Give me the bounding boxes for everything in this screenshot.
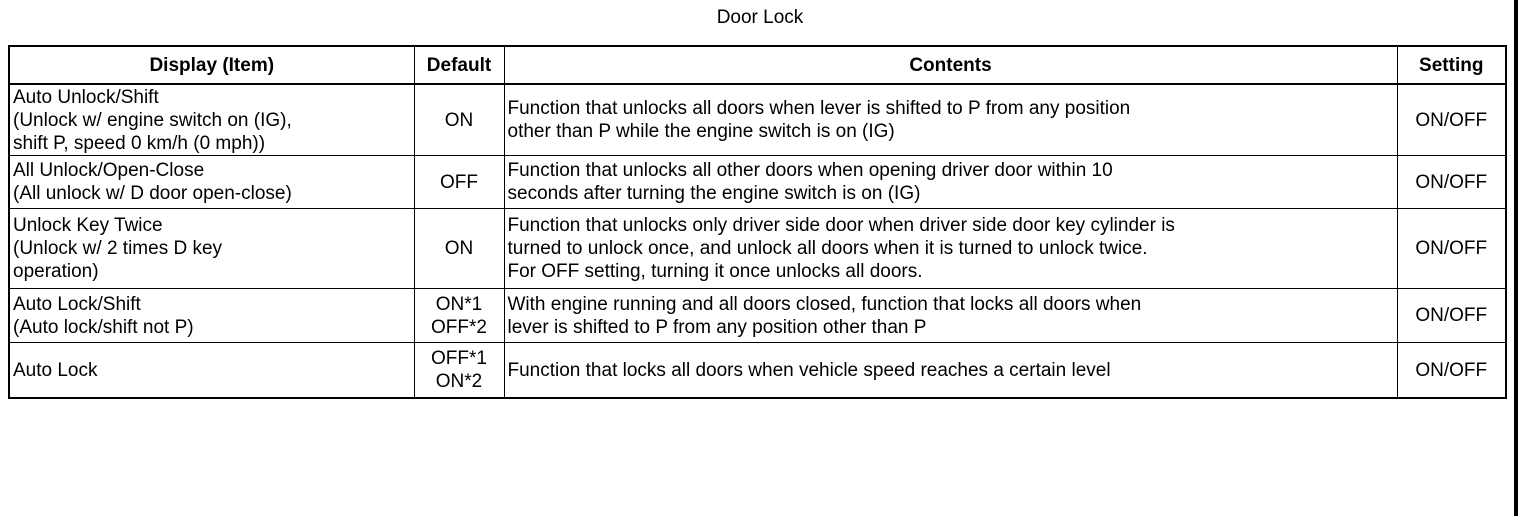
contents-line: turned to unlock once, and unlock all do… — [507, 238, 1148, 259]
contents-cell: With engine running and all doors closed… — [503, 288, 1398, 343]
item-line: (Auto lock/shift not P) — [13, 316, 194, 338]
contents-line: With engine running and all doors closed… — [507, 293, 1142, 315]
contents-line: seconds after turning the engine switch … — [507, 183, 921, 204]
setting-cell: ON/OFF — [1396, 288, 1507, 343]
item-cell: Unlock Key Twice (Unlock w/ 2 times D ke… — [8, 208, 415, 289]
default-cell: OFF — [413, 155, 505, 209]
table-row: Auto Lock/Shift (Auto lock/shift not P) … — [8, 288, 1507, 343]
table-row: Auto Unlock/Shift (Unlock w/ engine swit… — [8, 83, 1507, 156]
contents-line: Function that unlocks all other doors wh… — [507, 160, 1113, 181]
default-line: ON — [444, 238, 474, 259]
default-line: OFF — [440, 171, 478, 193]
default-line: ON*2 — [435, 371, 483, 392]
header-setting: Setting — [1396, 45, 1507, 85]
contents-line: lever is shifted to P from any position … — [507, 316, 927, 338]
contents-cell: Function that unlocks all other doors wh… — [503, 155, 1398, 209]
item-cell: All Unlock/Open-Close (All unlock w/ D d… — [8, 155, 415, 209]
table-row: All Unlock/Open-Close (All unlock w/ D d… — [8, 155, 1507, 209]
header-display-item: Display (Item) — [8, 45, 415, 85]
header-contents: Contents — [503, 45, 1398, 85]
contents-line: For OFF setting, turning it once unlocks… — [507, 261, 923, 282]
contents-cell: Function that unlocks all doors when lev… — [503, 83, 1398, 156]
contents-cell: Function that locks all doors when vehic… — [503, 342, 1398, 399]
table-row: Auto Lock OFF*1 ON*2 Function that locks… — [8, 342, 1507, 399]
right-edge-rule — [1514, 0, 1518, 516]
item-cell: Auto Lock — [8, 342, 415, 399]
default-cell: OFF*1 ON*2 — [413, 342, 505, 399]
item-line: (Unlock w/ engine switch on (IG), — [13, 109, 292, 131]
setting-cell: ON/OFF — [1396, 342, 1507, 399]
item-line: (All unlock w/ D door open-close) — [13, 183, 292, 204]
door-lock-table: Display (Item) Default Contents Setting … — [8, 45, 1507, 399]
contents-line: Function that unlocks only driver side d… — [507, 215, 1175, 236]
setting-cell: ON/OFF — [1396, 155, 1507, 209]
item-line: Auto Lock/Shift — [13, 293, 141, 315]
item-line: All Unlock/Open-Close — [13, 160, 205, 181]
item-line: operation) — [13, 261, 99, 282]
default-line: OFF*2 — [431, 316, 487, 338]
item-line: (Unlock w/ 2 times D key — [13, 238, 223, 259]
default-cell: ON — [413, 83, 505, 156]
item-cell: Auto Lock/Shift (Auto lock/shift not P) — [8, 288, 415, 343]
item-cell: Auto Unlock/Shift (Unlock w/ engine swit… — [8, 83, 415, 156]
table-row: Unlock Key Twice (Unlock w/ 2 times D ke… — [8, 208, 1507, 289]
default-cell: ON*1 OFF*2 — [413, 288, 505, 343]
setting-cell: ON/OFF — [1396, 83, 1507, 156]
setting-cell: ON/OFF — [1396, 208, 1507, 289]
item-line: shift P, speed 0 km/h (0 mph)) — [13, 132, 266, 154]
item-line: Auto Unlock/Shift — [13, 86, 159, 108]
default-line: ON — [444, 109, 474, 131]
default-cell: ON — [413, 208, 505, 289]
contents-cell: Function that unlocks only driver side d… — [503, 208, 1398, 289]
item-line: Auto Lock — [13, 359, 98, 381]
header-default: Default — [413, 45, 505, 85]
header-row: Display (Item) Default Contents Setting — [8, 45, 1507, 85]
default-line: ON*1 — [435, 293, 483, 315]
contents-line: other than P while the engine switch is … — [507, 121, 895, 142]
item-line: Unlock Key Twice — [13, 215, 163, 236]
default-line: OFF*1 — [431, 348, 487, 369]
contents-line: Function that unlocks all doors when lev… — [507, 98, 1131, 119]
page-title: Door Lock — [716, 7, 804, 28]
contents-line: Function that locks all doors when vehic… — [507, 359, 1111, 381]
